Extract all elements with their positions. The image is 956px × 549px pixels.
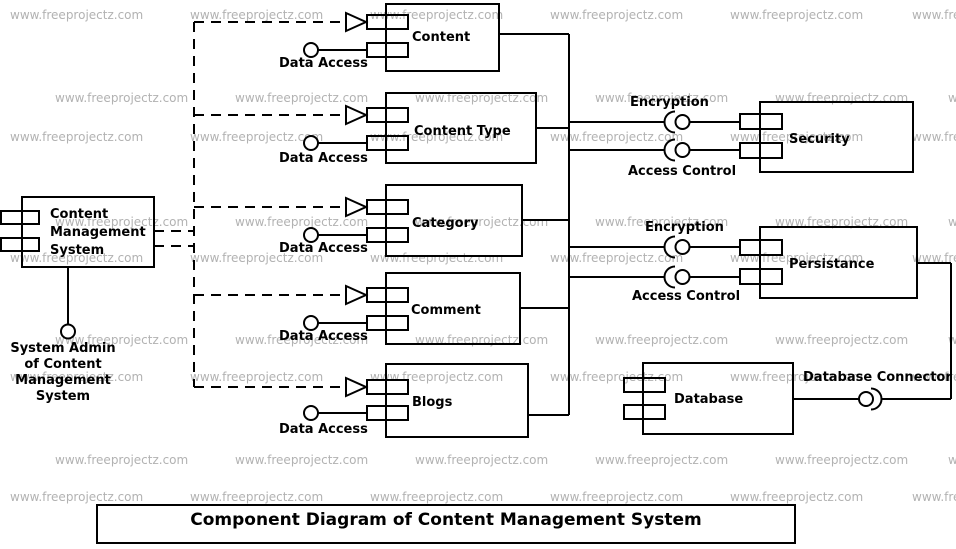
port <box>366 14 409 30</box>
dependency-arrowhead-icon <box>345 11 369 33</box>
port <box>739 268 783 285</box>
port <box>366 379 409 395</box>
actor-connector <box>60 267 76 340</box>
ball-interface-icon <box>674 239 691 255</box>
security-component-label: Security <box>789 132 850 147</box>
provided-interface-icon <box>303 315 319 331</box>
cms-component-label: Content Management System <box>50 206 146 260</box>
content-type-component-label: Content Type <box>414 124 511 139</box>
cms-component-icon <box>0 210 40 225</box>
dependency-links <box>154 21 345 388</box>
access-control-label: Access Control <box>632 289 741 304</box>
persistence-component-label: Persistance <box>789 257 875 272</box>
port <box>739 239 783 256</box>
port <box>366 199 409 215</box>
dependency-arrowhead-icon <box>345 376 369 398</box>
data-access-label: Data Access <box>279 422 368 437</box>
provided-interface-icon <box>303 135 319 151</box>
port <box>366 287 409 303</box>
provided-interface-icon <box>303 42 319 58</box>
dependency-arrowhead-icon <box>345 104 369 126</box>
actor-label: System Admin of Content Management Syste… <box>4 341 122 405</box>
ball-interface-icon <box>858 391 874 407</box>
database-connector-label: Database Connector <box>803 370 952 385</box>
security-component-box <box>759 101 914 173</box>
port <box>366 107 409 123</box>
encryption-label: Encryption <box>630 95 709 110</box>
actor-label-line: of Content <box>24 357 102 372</box>
dependency-arrowheads <box>345 11 369 398</box>
port <box>366 227 409 243</box>
category-component-label: Category <box>412 216 479 231</box>
database-component-icon <box>623 404 666 420</box>
data-access-label: Data Access <box>279 151 368 166</box>
blogs-component <box>303 363 529 438</box>
port <box>366 315 409 331</box>
right-trunk-links <box>499 33 570 416</box>
actor-circle-icon <box>60 323 76 340</box>
content-component-box <box>385 3 500 72</box>
ball-interface-icon <box>674 269 691 285</box>
ball-interface-icon <box>674 114 691 130</box>
dependency-arrowhead-icon <box>345 284 369 306</box>
provided-interface-icon <box>303 405 319 421</box>
cms-label-line: Management <box>50 225 146 240</box>
database-component <box>623 362 951 435</box>
database-component-label: Database <box>674 392 744 407</box>
port <box>366 405 409 421</box>
dependency-arrowhead-icon <box>345 196 369 218</box>
port <box>739 142 783 159</box>
actor-label-line: System Admin <box>10 341 116 356</box>
required-interface-socket-icon <box>663 235 676 259</box>
access-control-label: Access Control <box>628 164 737 179</box>
required-interface-socket-icon <box>663 265 676 289</box>
required-interface-socket-icon <box>663 110 676 134</box>
cms-component-icon <box>0 237 40 252</box>
cms-label-line: Content <box>50 207 109 222</box>
content-component <box>303 3 500 72</box>
port <box>739 113 783 130</box>
encryption-label: Encryption <box>645 220 724 235</box>
blogs-component-label: Blogs <box>412 395 453 410</box>
cms-label-line: System <box>50 243 105 258</box>
required-interface-socket-icon <box>663 138 676 162</box>
persistence-component <box>569 226 952 399</box>
diagram-title: Component Diagram of Content Management … <box>190 510 702 530</box>
security-component <box>569 101 914 173</box>
database-component-icon <box>623 377 666 393</box>
actor-label-line: System <box>35 389 91 404</box>
content-component-label: Content <box>412 30 471 45</box>
title-box <box>96 504 796 544</box>
data-access-label: Data Access <box>279 56 368 71</box>
ball-interface-icon <box>674 142 691 158</box>
port <box>366 135 409 151</box>
provided-interface-icon <box>303 227 319 243</box>
port <box>366 42 409 58</box>
comment-component-label: Comment <box>411 303 481 318</box>
data-access-label: Data Access <box>279 329 368 344</box>
blogs-component-box <box>385 363 529 438</box>
actor-label-line: Management <box>15 373 111 388</box>
data-access-label: Data Access <box>279 241 368 256</box>
